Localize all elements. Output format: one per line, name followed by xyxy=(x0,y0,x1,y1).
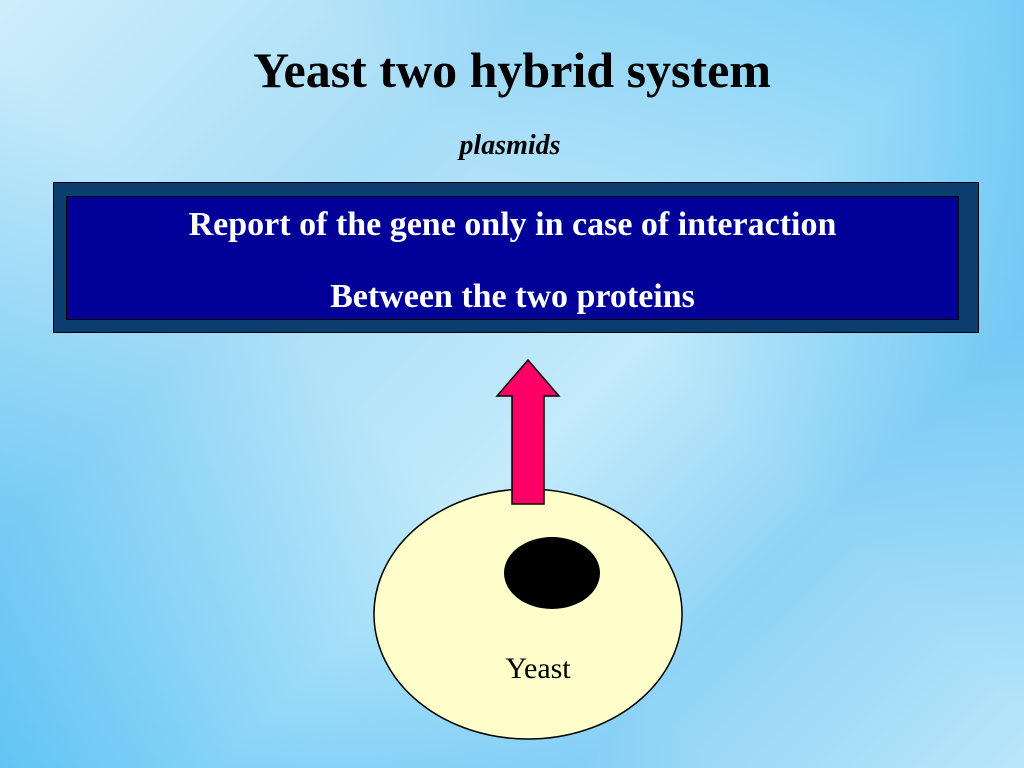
subtitle-text: plasmids xyxy=(459,130,560,161)
yeast-nucleus xyxy=(504,537,600,609)
report-text-line1: Report of the gene only in case of inter… xyxy=(67,205,958,245)
up-arrow xyxy=(497,360,559,504)
report-box: Report of the gene only in case of inter… xyxy=(53,182,979,333)
slide-title: Yeast two hybrid system xyxy=(0,38,1024,102)
yeast-cell xyxy=(374,489,682,739)
report-box-inner: Report of the gene only in case of inter… xyxy=(66,196,959,320)
slide-subtitle: plasmids xyxy=(0,128,1024,164)
report-text-line2: Between the two proteins xyxy=(67,277,958,317)
yeast-label: Yeast xyxy=(478,652,598,686)
